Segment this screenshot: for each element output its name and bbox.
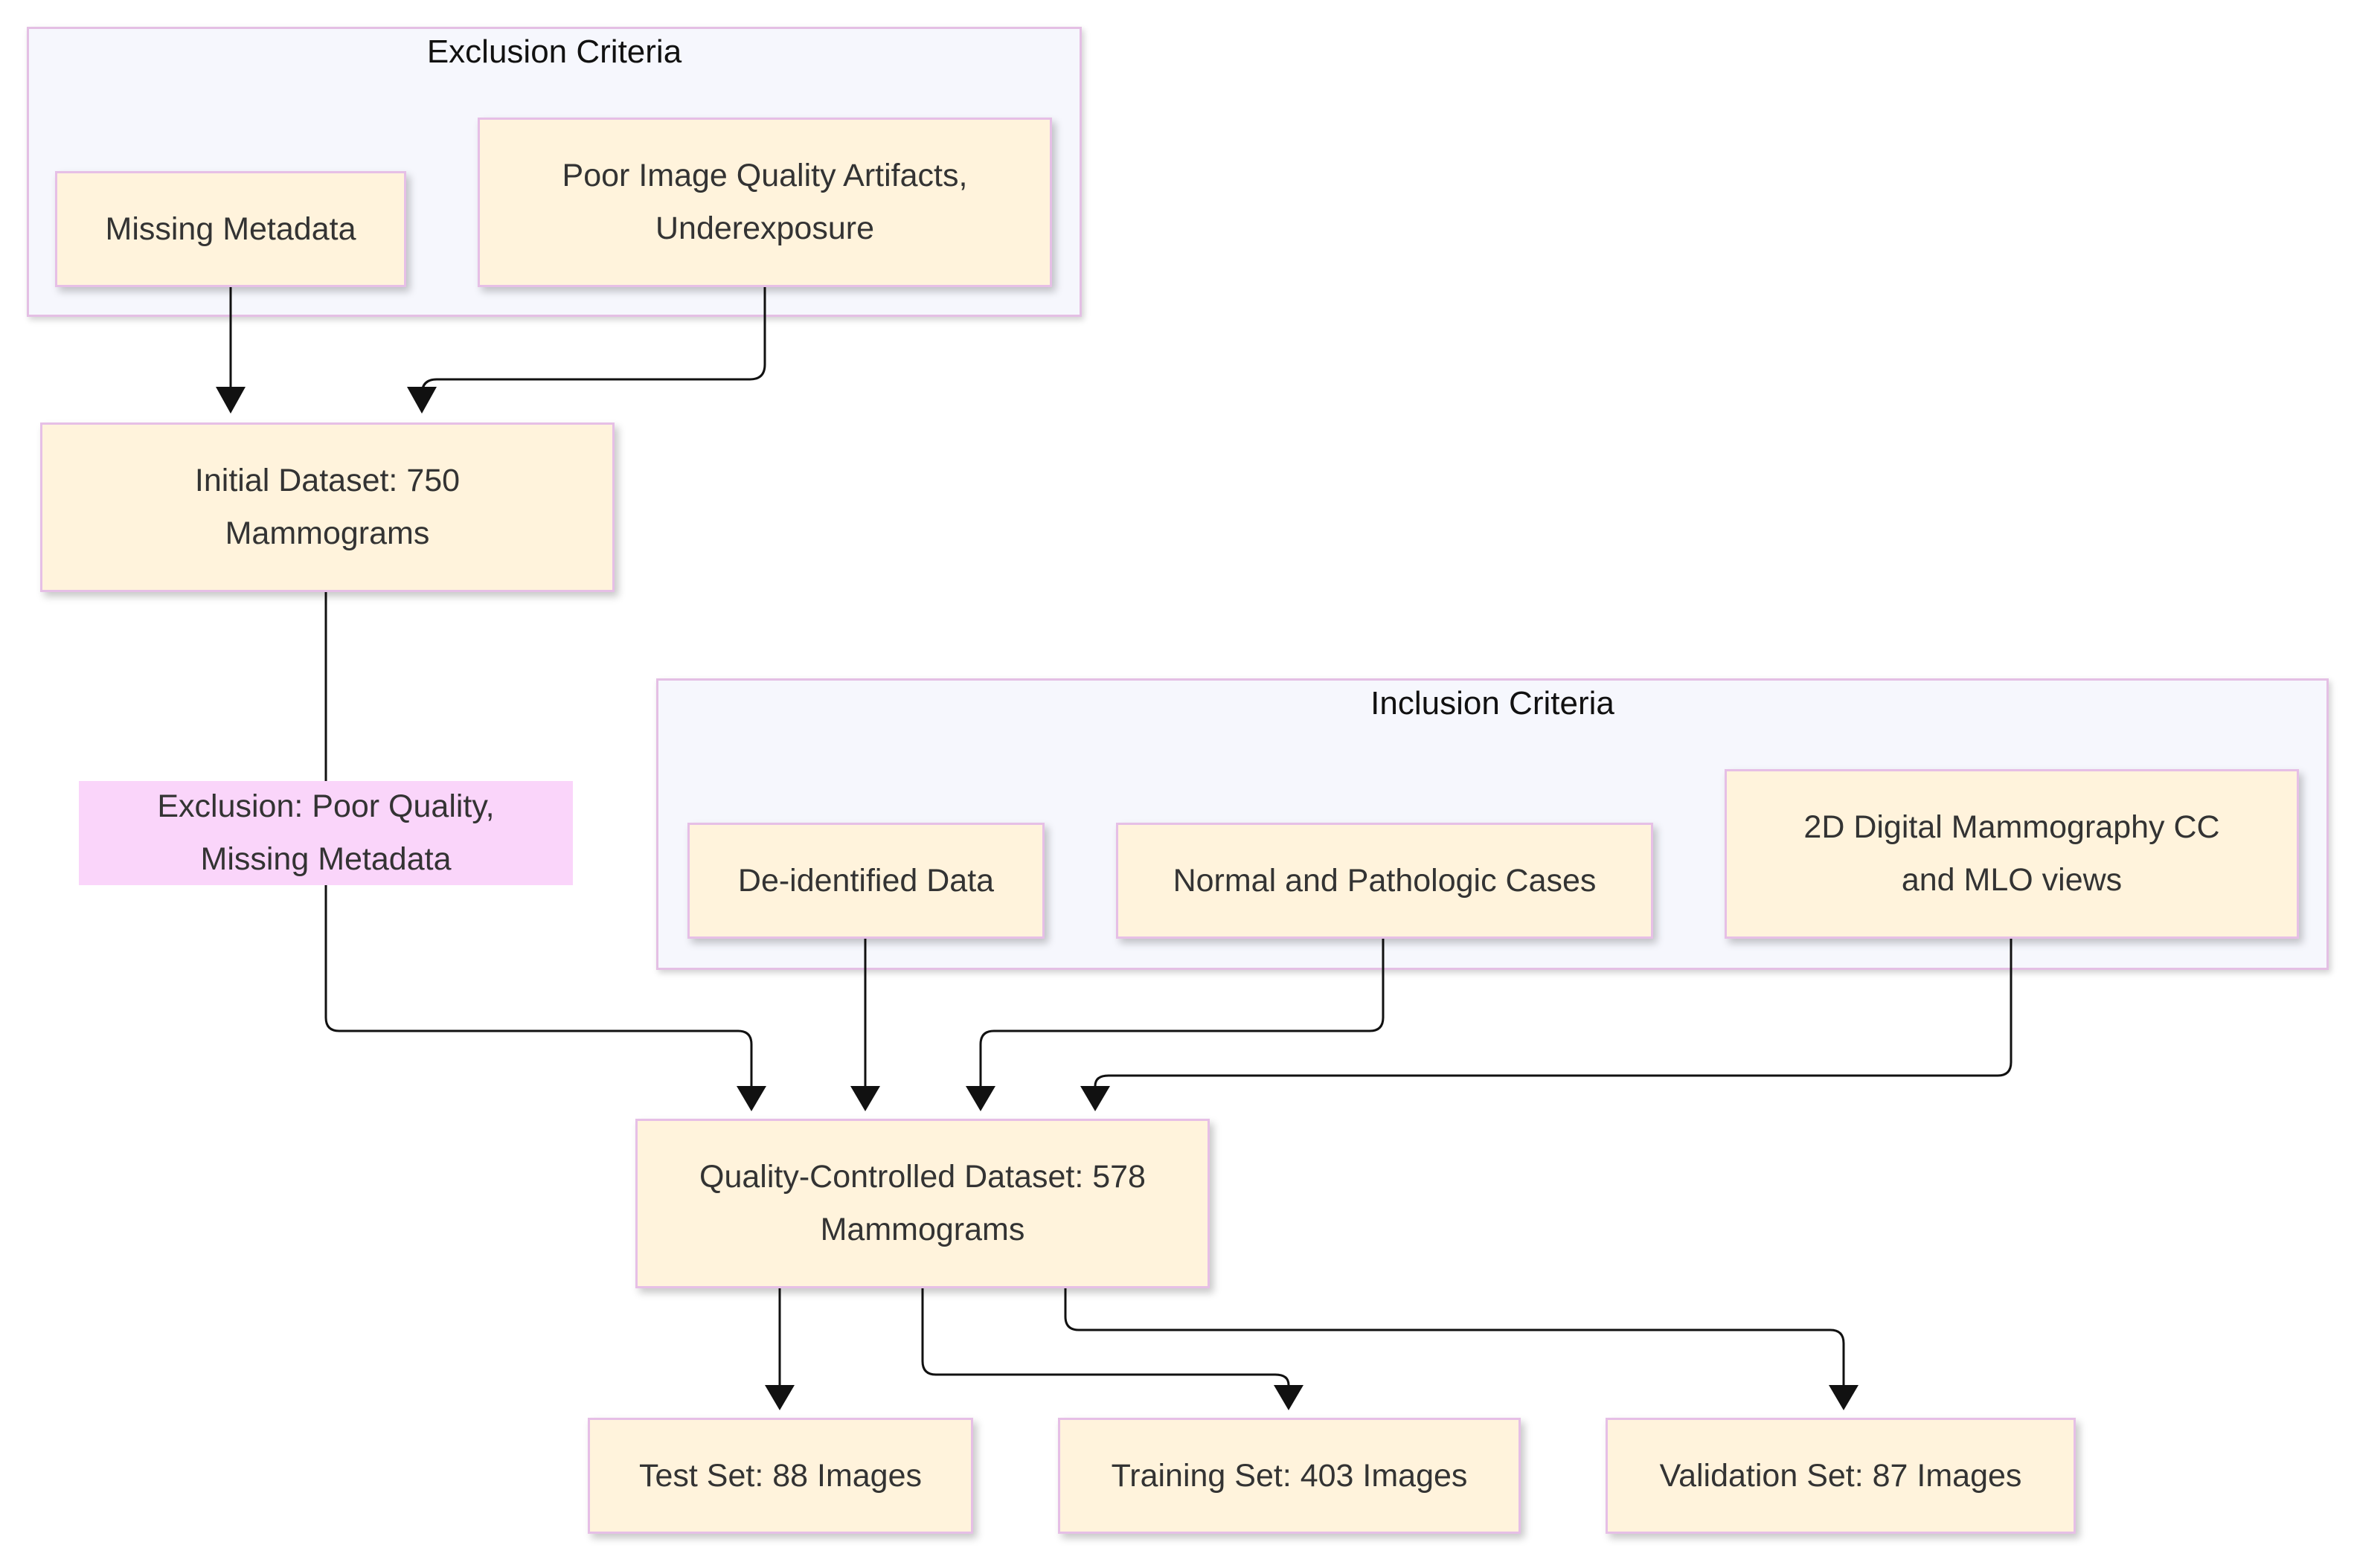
validation-set-node: Validation Set: 87 Images <box>1606 1418 2076 1534</box>
exclusion-criteria-title: Exclusion Criteria <box>426 33 682 70</box>
exclusion-edge-label: Exclusion: Poor Quality, Missing Metadat… <box>79 781 573 885</box>
initial-dataset-label-line1: Initial Dataset: 750 <box>194 463 461 498</box>
poor-image-quality-node: Poor Image Quality Artifacts, Underexpos… <box>478 118 1052 287</box>
poor-image-quality-label-line2: Underexposure <box>655 211 874 246</box>
edge-normal-pathologic-to-qc <box>979 939 1385 1086</box>
edge-initial-to-qc-lower <box>324 885 753 1086</box>
arrowhead-icon <box>1080 1086 1110 1111</box>
arrowhead-icon <box>1829 1385 1858 1410</box>
missing-metadata-label: Missing Metadata <box>105 211 356 247</box>
training-set-label: Training Set: 403 Images <box>1111 1457 1468 1494</box>
normal-pathologic-cases-label: Normal and Pathologic Cases <box>1173 862 1597 899</box>
missing-metadata-node: Missing Metadata <box>55 171 406 287</box>
digital-mammography-label-line1: 2D Digital Mammography CC <box>1803 809 2220 845</box>
arrowhead-icon <box>765 1385 795 1410</box>
quality-controlled-dataset-label-line1: Quality-Controlled Dataset: 578 <box>699 1159 1146 1195</box>
digital-mammography-label-line2: and MLO views <box>1901 862 2123 898</box>
arrowhead-icon <box>737 1086 766 1111</box>
edge-poor-quality-to-initial <box>420 287 766 395</box>
quality-controlled-dataset-label-line2: Mammograms <box>820 1212 1025 1247</box>
arrowhead-icon <box>966 1086 995 1111</box>
inclusion-criteria-title: Inclusion Criteria <box>1370 685 1614 722</box>
exclusion-edge-label-line1: Exclusion: Poor Quality, <box>157 788 495 824</box>
arrowhead-icon <box>850 1086 880 1111</box>
edge-qc-to-training-set <box>921 1288 1290 1386</box>
deidentified-data-node: De-identified Data <box>687 823 1045 939</box>
quality-controlled-dataset-node: Quality-Controlled Dataset: 578 Mammogra… <box>635 1119 1210 1288</box>
digital-mammography-node: 2D Digital Mammography CC and MLO views <box>1725 769 2299 939</box>
exclusion-edge-label-line2: Missing Metadata <box>200 841 452 877</box>
normal-pathologic-cases-node: Normal and Pathologic Cases <box>1116 823 1653 939</box>
poor-image-quality-label-line1: Poor Image Quality Artifacts, <box>562 158 968 193</box>
arrowhead-icon <box>407 387 437 414</box>
validation-set-label: Validation Set: 87 Images <box>1659 1457 2022 1494</box>
initial-dataset-label-line2: Mammograms <box>225 515 430 551</box>
test-set-node: Test Set: 88 Images <box>588 1418 973 1534</box>
edge-qc-to-validation-set <box>1064 1288 1845 1385</box>
initial-dataset-node: Initial Dataset: 750 Mammograms <box>40 422 615 592</box>
arrowhead-icon <box>1274 1385 1303 1410</box>
edge-digital-mammography-to-qc <box>1094 939 2013 1087</box>
training-set-node: Training Set: 403 Images <box>1058 1418 1521 1534</box>
deidentified-data-label: De-identified Data <box>737 862 995 899</box>
test-set-label: Test Set: 88 Images <box>638 1457 923 1494</box>
arrowhead-icon <box>216 387 246 414</box>
